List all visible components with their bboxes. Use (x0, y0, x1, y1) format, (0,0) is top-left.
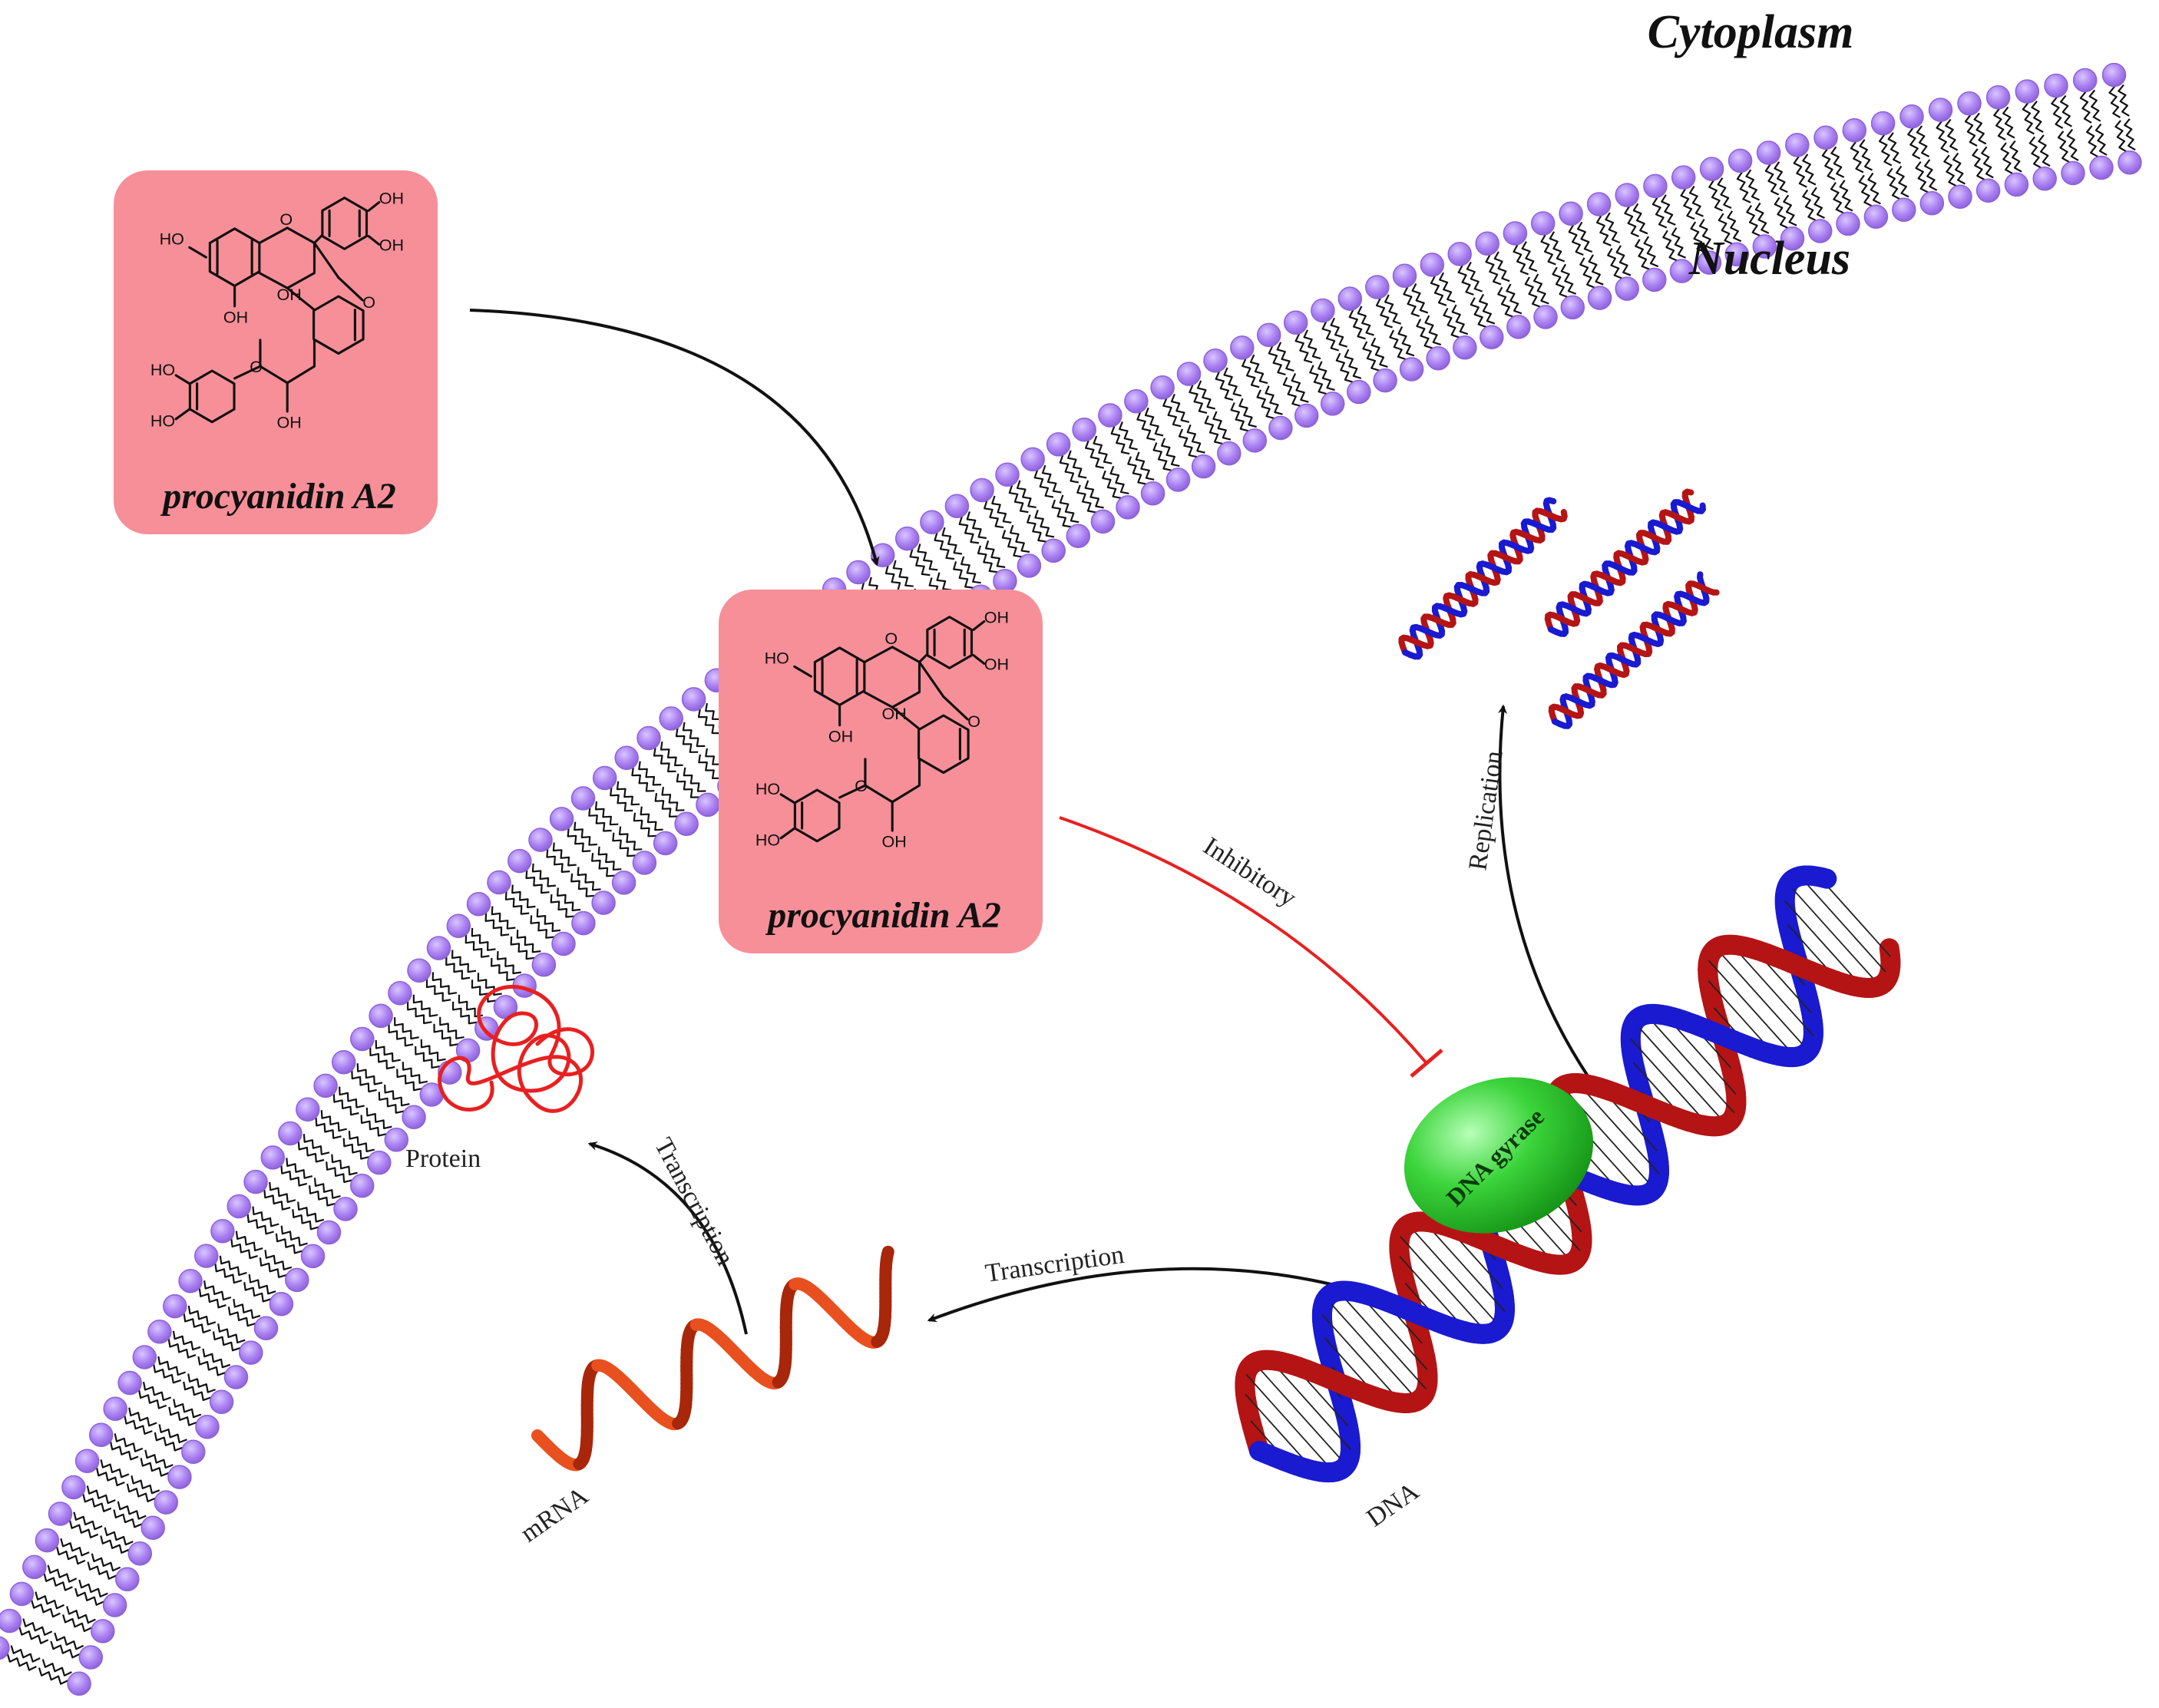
protein-label: Protein (405, 1145, 481, 1173)
transcription-arrow-dna-to-mrna (927, 1267, 1354, 1323)
replication-arrow (1498, 704, 1595, 1085)
transcription-arrow-mrna-to-protein (587, 1141, 748, 1335)
procyanidin-a2-box-inner: HO OH OH OH HO HO OH OH O O O procyanidin A2 (719, 590, 1043, 953)
transcription-label-mrna: Transcription (984, 1241, 1126, 1288)
atom-label: OH (984, 608, 1009, 627)
atom-label: HO (150, 360, 175, 379)
compound-name: procyanidin A2 (765, 895, 1001, 936)
compound-name: procyanidin A2 (160, 476, 396, 517)
lipid-heads (0, 62, 2142, 1696)
atom-label: OH (984, 654, 1009, 673)
atom-label: OH (881, 832, 906, 851)
protein-coil (438, 984, 594, 1113)
compound-box-background (719, 590, 1043, 953)
atom-label: OH (379, 235, 404, 254)
atom-label: O (279, 210, 293, 229)
transcription-label-protein: Transcription (649, 1133, 739, 1270)
atom-label: OH (223, 307, 248, 326)
dna-gyrase-enzyme: DNA gyrase (1404, 1077, 1594, 1234)
procyanidin-a2-structure: HO OH OH OH HO HO OH OH O O O (755, 608, 1009, 851)
atom-label: O (362, 292, 375, 312)
nucleus-label: Nucleus (1688, 233, 1850, 285)
mrna-label: mRNA (515, 1482, 593, 1548)
atom-label: HO (160, 229, 184, 248)
atom-label: HO (755, 779, 780, 798)
atom-label: OH (276, 285, 301, 304)
cytoplasm-label: Cytoplasm (1648, 6, 1854, 58)
entry-arrow (469, 309, 880, 567)
atom-label: OH (881, 704, 906, 723)
procyanidin-a2-box-outer: HO OH OH OH HO HO OH OH O O O procyanidin A2 (114, 170, 438, 534)
dna-label: DNA (1361, 1477, 1424, 1533)
inhibitory-label: Inhibitory (1199, 832, 1301, 913)
atom-label: O (250, 357, 263, 376)
compound-box-background (114, 170, 438, 534)
atom-label: O (884, 629, 898, 648)
atom-label: O (855, 776, 868, 795)
atom-label: OH (828, 726, 853, 745)
atom-label: OH (276, 413, 301, 432)
procyanidin-a2-structure: HO OH OH OH HO HO OH OH O O O (150, 189, 404, 432)
atom-label: HO (755, 831, 780, 850)
atom-label: HO (150, 411, 175, 431)
atom-label: O (967, 712, 980, 731)
atom-label: HO (765, 648, 789, 667)
replicated-dna-copies (1398, 488, 1720, 729)
atom-label: OH (379, 189, 404, 208)
inhibition-connector (1059, 816, 1443, 1078)
mrna-ribbon (531, 1245, 894, 1472)
